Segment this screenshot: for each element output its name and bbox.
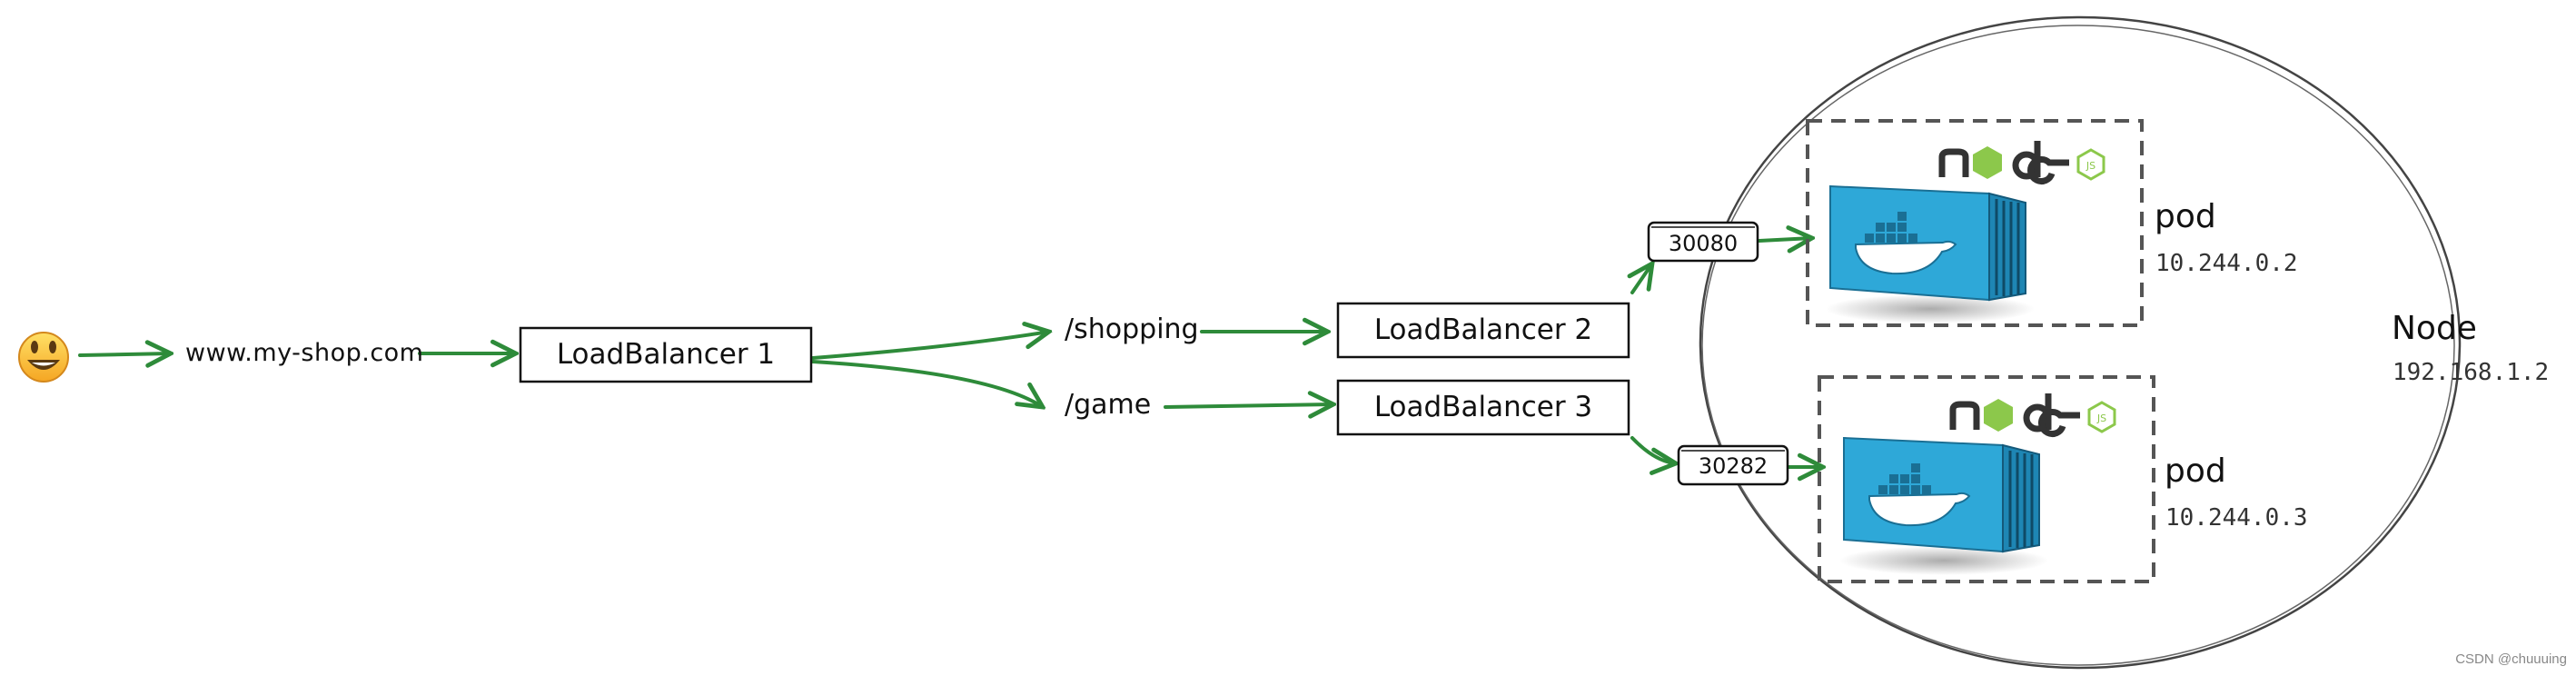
load-balancer-1: LoadBalancer 1 bbox=[519, 326, 813, 383]
pod-2-ip: 10.244.0.3 bbox=[2165, 504, 2308, 532]
arrow-lb2-to-port1 bbox=[1632, 263, 1652, 294]
docker-container-icon bbox=[1826, 184, 2035, 323]
svg-text:30080: 30080 bbox=[1669, 231, 1738, 256]
nodejs-logo-icon: JS bbox=[1949, 393, 2116, 437]
port-30080: 30080 bbox=[1647, 221, 1759, 263]
pod-1-ip: 10.244.0.2 bbox=[2155, 250, 2298, 277]
svg-text:LoadBalancer 1: LoadBalancer 1 bbox=[557, 338, 775, 371]
load-balancer-3: LoadBalancer 3 bbox=[1336, 379, 1630, 436]
pod-1: JS pod bbox=[1806, 119, 2298, 327]
svg-text:JS: JS bbox=[2086, 160, 2095, 172]
arrow-lb3-to-port2 bbox=[1630, 436, 1676, 463]
user-emoji-icon bbox=[18, 332, 69, 383]
svg-text:LoadBalancer 2: LoadBalancer 2 bbox=[1374, 313, 1592, 346]
load-balancer-2: LoadBalancer 2 bbox=[1336, 302, 1630, 359]
arrow-game-to-lb3 bbox=[1164, 404, 1333, 407]
node-label: Node bbox=[2392, 310, 2477, 347]
docker-container-icon bbox=[1839, 436, 2048, 575]
svg-text:JS: JS bbox=[2096, 413, 2106, 424]
path-shopping-label: /shopping bbox=[1065, 313, 1199, 345]
pod-1-label: pod bbox=[2155, 198, 2216, 235]
path-game-label: /game bbox=[1065, 389, 1151, 421]
arrow-port1-to-pod1 bbox=[1758, 238, 1812, 241]
nodejs-logo-icon: JS bbox=[1938, 141, 2105, 184]
node-ip: 192.168.1.2 bbox=[2393, 359, 2549, 386]
svg-text:30282: 30282 bbox=[1699, 453, 1768, 479]
arrow-lb1-to-shopping bbox=[811, 332, 1049, 360]
svg-text:LoadBalancer 3: LoadBalancer 3 bbox=[1374, 391, 1592, 423]
arrow-user-to-domain bbox=[78, 353, 171, 355]
node-circle bbox=[1699, 15, 2462, 670]
pod-2-label: pod bbox=[2165, 452, 2226, 490]
port-30282: 30282 bbox=[1677, 444, 1789, 486]
watermark: CSDN @chuuuing bbox=[2455, 651, 2567, 667]
arrow-lb1-to-game bbox=[811, 360, 1043, 407]
pod-2: JS pod 10. bbox=[1818, 375, 2308, 583]
domain-label: www.my-shop.com bbox=[185, 339, 423, 367]
